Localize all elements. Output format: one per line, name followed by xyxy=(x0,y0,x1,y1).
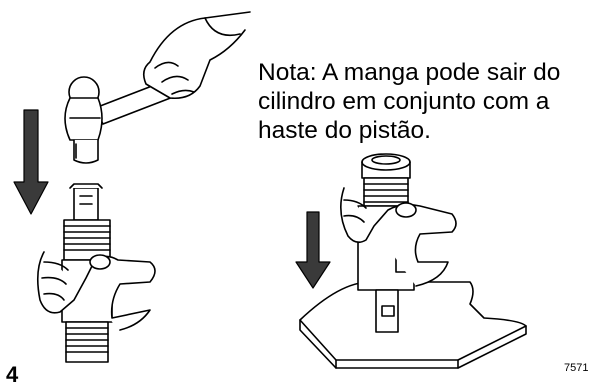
down-arrow-icon xyxy=(13,109,49,215)
down-arrow-icon xyxy=(295,211,331,289)
figure-code: 7571 xyxy=(564,362,589,374)
figure-label: 4 xyxy=(6,362,19,387)
work-surface xyxy=(299,281,527,369)
note-line: haste do pistão. xyxy=(258,117,431,144)
hand-icon xyxy=(340,187,457,287)
note-line: Nota: A manga pode sair do xyxy=(258,59,561,86)
hand-icon xyxy=(36,251,156,331)
note-text: Nota: A manga pode sair do cilindro em c… xyxy=(258,58,588,145)
illustration xyxy=(13,11,527,369)
hand-holding-hammer xyxy=(142,11,251,100)
note-line: cilindro em conjunto com a xyxy=(258,88,550,115)
